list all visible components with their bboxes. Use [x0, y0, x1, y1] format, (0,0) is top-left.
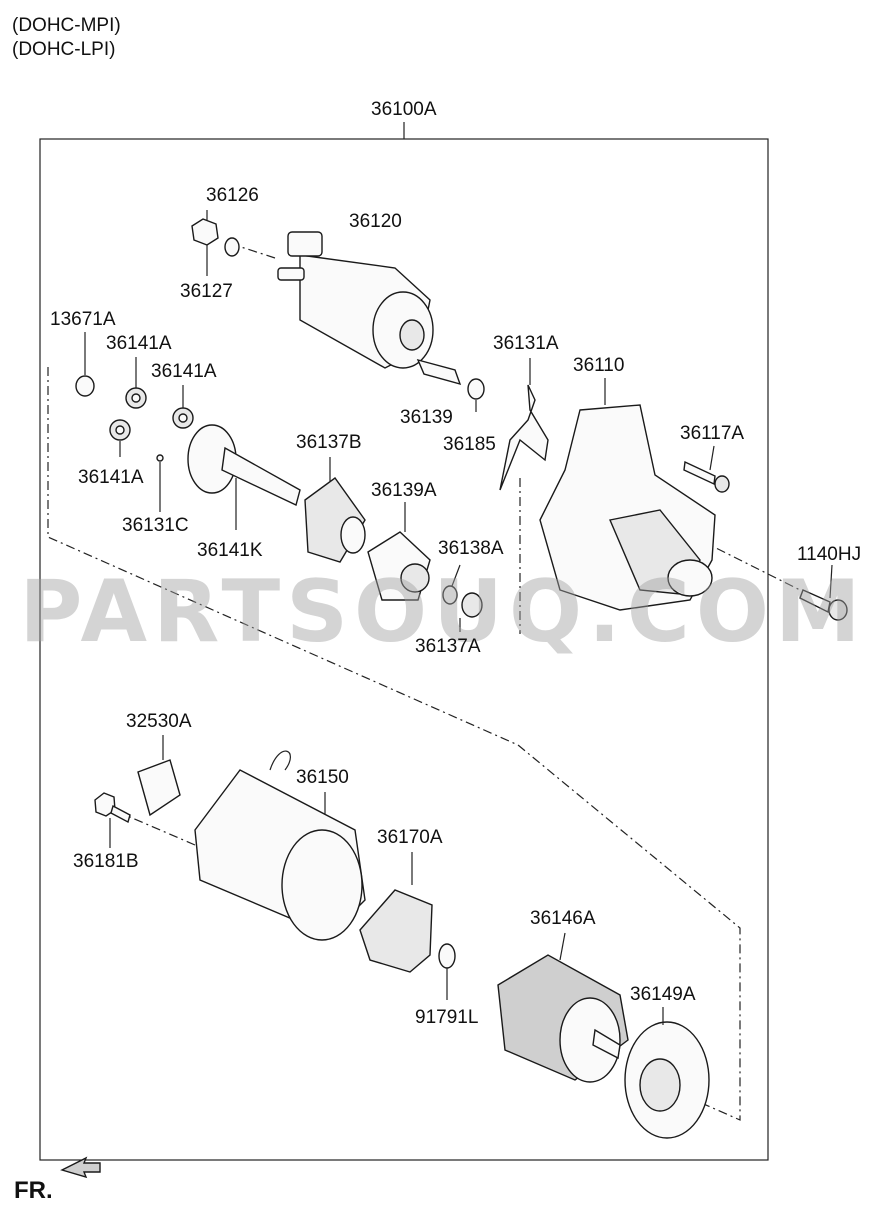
callout-36141A-3[interactable]: 36141A	[78, 467, 144, 488]
plunger-36139	[416, 358, 462, 386]
callout-36137B[interactable]: 36137B	[296, 432, 362, 453]
variant-label-mpi: (DOHC-MPI)	[12, 15, 121, 36]
stop-ring-36138A	[442, 585, 458, 605]
planet-gear-36141A-3	[109, 419, 131, 441]
callout-36131C[interactable]: 36131C	[122, 515, 189, 536]
front-direction-label: FR.	[14, 1177, 53, 1204]
armature-36146A	[497, 932, 629, 1083]
ring-36185	[467, 378, 485, 400]
collar-36137A	[461, 592, 483, 618]
ball-36131C	[156, 454, 164, 462]
bolt-1140HJ	[799, 589, 831, 614]
yoke-36150	[194, 750, 366, 941]
callout-36141A-2[interactable]: 36141A	[151, 361, 217, 382]
callout-36146A[interactable]: 36146A	[530, 908, 596, 929]
washer-36126	[224, 237, 240, 257]
lever-36131A	[499, 384, 549, 491]
washer-91791L	[438, 943, 456, 969]
front-direction-arrow	[60, 1156, 101, 1179]
brush-holder-plate-32530A	[137, 759, 181, 817]
clutch-36137B	[304, 457, 366, 563]
callout-36141A-1[interactable]: 36141A	[106, 333, 172, 354]
callout-36127[interactable]: 36127	[180, 281, 233, 302]
watermark: PARTSOUQ.COM	[19, 562, 867, 662]
callout-36100A[interactable]: 36100A	[371, 99, 437, 120]
callout-36170A[interactable]: 36170A	[377, 827, 443, 848]
rear-cover-36149A	[624, 1007, 710, 1139]
bolt-36117A	[683, 460, 716, 486]
callout-36117A[interactable]: 36117A	[680, 423, 745, 444]
shaft-36141K	[187, 424, 301, 530]
brush-holder-36170A	[359, 889, 433, 973]
callout-36139A[interactable]: 36139A	[371, 480, 437, 501]
planet-gear-36141A-2	[172, 407, 194, 429]
callout-91791L[interactable]: 91791L	[415, 1007, 479, 1028]
callout-36126[interactable]: 36126	[206, 185, 259, 206]
callout-36139[interactable]: 36139	[400, 407, 453, 428]
pinion-36139A	[367, 502, 431, 601]
callout-36131A[interactable]: 36131A	[493, 333, 559, 354]
callout-36110[interactable]: 36110	[573, 355, 625, 376]
callout-36150[interactable]: 36150	[296, 767, 349, 788]
callout-13671A[interactable]: 13671A	[50, 309, 116, 330]
planet-gear-36141A-1	[125, 387, 147, 409]
callout-36181B[interactable]: 36181B	[73, 851, 139, 872]
callout-36141K[interactable]: 36141K	[197, 540, 263, 561]
callout-36149A[interactable]: 36149A	[630, 984, 696, 1005]
solenoid-switch-36120	[277, 231, 434, 369]
callout-36138A[interactable]: 36138A	[438, 538, 504, 559]
callout-1140HJ[interactable]: 1140HJ	[797, 544, 862, 565]
front-housing-36110	[539, 378, 716, 611]
nut-36127	[191, 218, 219, 246]
callout-36120[interactable]: 36120	[349, 211, 402, 232]
variant-label-lpi: (DOHC-LPI)	[12, 39, 116, 60]
circlip-13671A	[75, 375, 95, 397]
bolt-36181B	[94, 792, 131, 848]
callout-36185[interactable]: 36185	[443, 434, 496, 455]
subassembly-outline	[47, 367, 741, 1121]
callout-32530A[interactable]: 32530A	[126, 711, 192, 732]
callout-36137A[interactable]: 36137A	[415, 636, 481, 657]
